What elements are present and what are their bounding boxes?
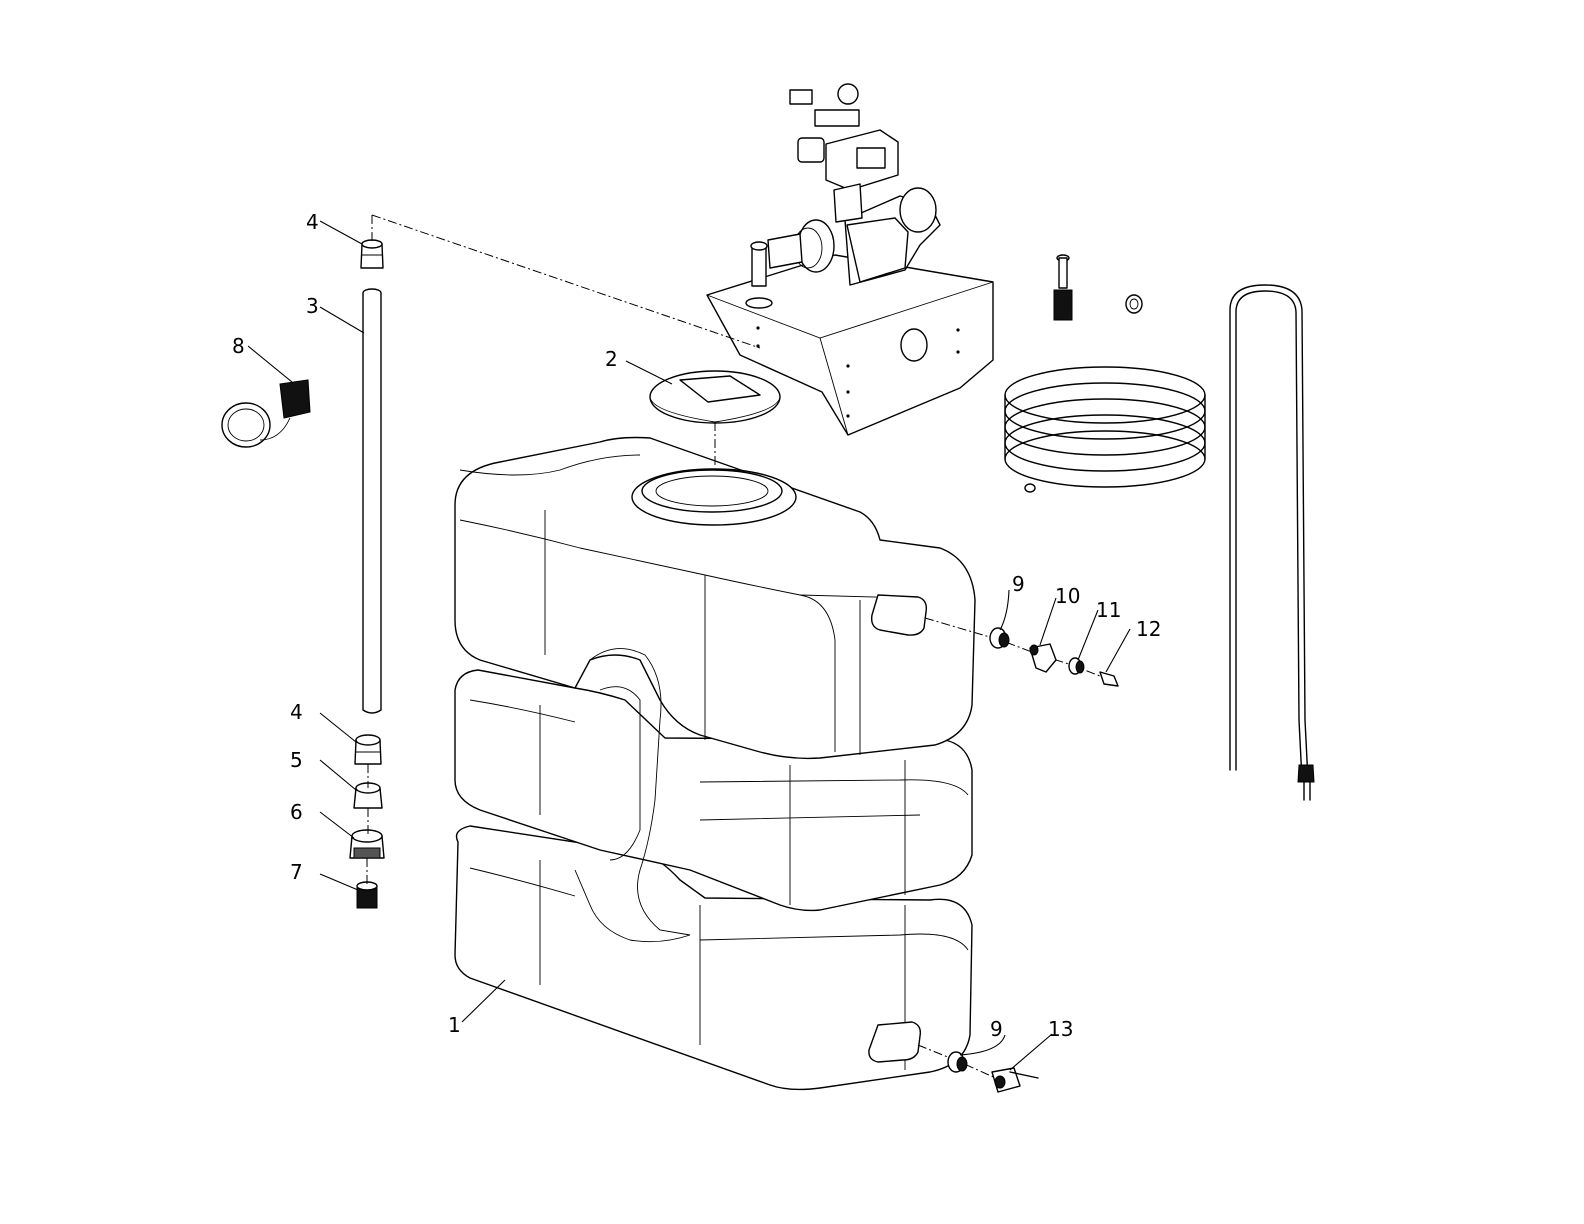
pump-unit [706,83,994,436]
callout-10: 10 [1055,584,1080,608]
fitting-12 [1099,671,1119,687]
callout-13: 13 [1048,1017,1073,1041]
callout-6: 6 [290,800,303,824]
fitting-9-top [989,627,1010,649]
callout-labels: 1 2 3 4 4 5 6 7 8 9 10 11 12 9 13 [232,210,1161,1041]
callout-4-bottom: 4 [290,700,303,724]
check-valve-6 [349,829,385,859]
suction-pipe [362,288,382,714]
water-tank [454,436,976,1091]
callout-4-top: 4 [306,210,319,234]
fitting-4-top [360,239,384,269]
suction-lance [1229,284,1315,801]
float-switch [221,379,311,448]
callout-2: 2 [605,347,618,371]
callout-1: 1 [448,1013,461,1037]
coiled-hose [1004,366,1206,493]
callout-9-top: 9 [1012,572,1025,596]
valve-10 [1029,643,1057,673]
callout-5: 5 [290,748,303,772]
tank-lid [649,370,781,424]
callout-11: 11 [1096,598,1121,622]
callout-9-bottom: 9 [990,1017,1003,1041]
callout-12: 12 [1136,617,1161,641]
leader-lines [247,220,1131,1071]
ball-valve-13 [991,1067,1039,1093]
fitting-9-bottom [947,1051,968,1073]
strainer-7 [356,881,378,909]
hose-nozzle [1053,254,1073,321]
alignment-line-pipe-to-pump [371,214,761,349]
callout-8: 8 [232,334,245,358]
alignment-line-bottom-outlet [917,1044,1001,1081]
washer [1125,294,1143,314]
fitting-11 [1068,657,1085,675]
callout-3: 3 [306,294,319,318]
fitting-4-bottom [354,734,382,765]
callout-7: 7 [290,860,303,884]
